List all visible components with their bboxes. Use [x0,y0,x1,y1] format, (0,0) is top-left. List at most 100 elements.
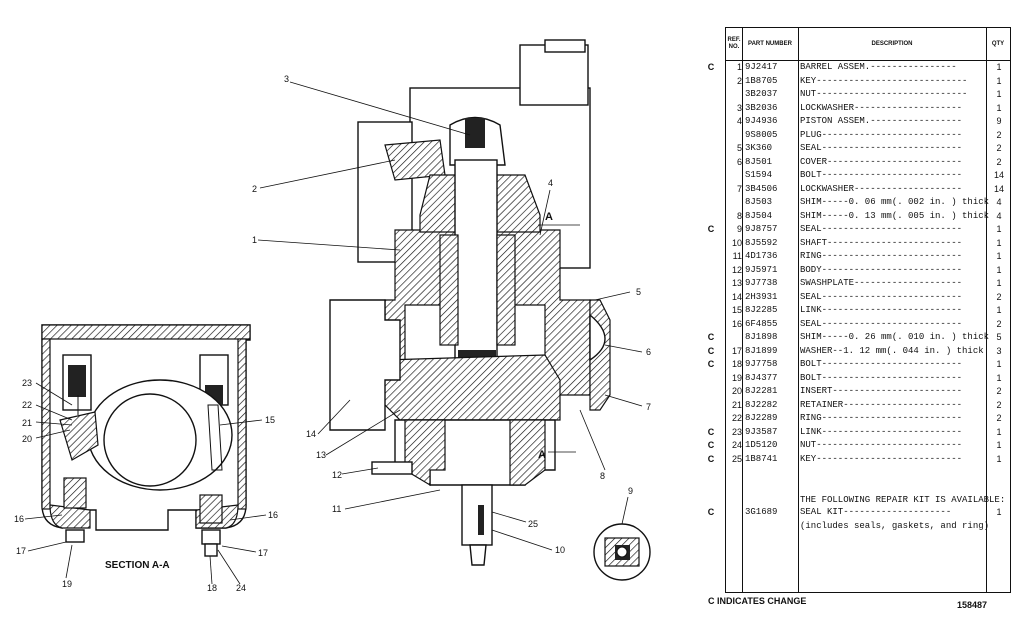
quantity: 2 [996,399,1002,410]
quantity: 1 [996,453,1002,464]
part-number: 1B8705 [745,75,778,86]
callout-leaders [24,81,643,585]
callout-20: 20 [22,434,32,444]
part-number: 9J8757 [745,224,778,234]
ref-number: 2 [736,75,742,86]
callout-21: 21 [22,418,32,428]
quantity: 4 [996,210,1002,221]
callout-9: 9 [628,486,633,496]
ref-number: 22 [731,413,742,423]
part-number: 8J2281 [745,386,778,396]
quantity: 1 [996,89,1002,99]
description: SEAL-------------------------- [800,224,963,234]
callout-17-left: 17 [16,546,26,556]
description: NUT--------------------------- [800,440,963,450]
ref-number: 14 [731,291,742,302]
description: SEAL-------------------------- [800,291,963,302]
callout-16-left: 16 [14,514,24,524]
quantity: 5 [996,332,1002,342]
part-number: 8J2285 [745,305,778,315]
ref-number: 10 [731,237,742,248]
change-flag: C [707,453,715,464]
part-number: 9J7738 [745,278,778,288]
ref-number: 17 [731,345,742,356]
header-description: DESCRIPTION [871,40,913,47]
description: BOLT-------------------------- [800,170,963,180]
change-flag: C [707,359,715,369]
quantity: 14 [993,170,1004,180]
ref-number: 15 [731,305,742,315]
kit-change-flag: C [707,507,715,517]
pump-cross-section [329,39,611,566]
quantity: 1 [996,251,1002,261]
seal-detail-inset [593,523,651,581]
description: BARREL ASSEM.---------------- [800,62,957,72]
kit-qty: 1 [996,507,1002,517]
quantity: 1 [996,224,1002,234]
header-ref-no: REF. NO. [727,37,741,50]
section-marker-bottom: A [538,449,546,461]
ref-number: 18 [731,359,742,369]
section-marker-top: A [545,211,553,223]
change-flag: C [707,332,715,342]
quantity: 1 [996,278,1002,288]
description: BOLT-------------------------- [800,372,963,383]
callout-13: 13 [316,450,326,460]
ref-number: 13 [731,278,742,288]
quantity: 1 [996,372,1002,383]
callout-10: 10 [555,545,565,555]
callout-24: 24 [236,583,246,593]
description: INSERT------------------------ [800,386,963,396]
ref-number: 25 [731,453,742,464]
ref-number: 4 [736,116,742,126]
description: PLUG-------------------------- [800,129,963,140]
description: BOLT-------------------------- [800,359,963,369]
quantity: 2 [996,143,1002,153]
description: LOCKWASHER-------------------- [800,102,963,113]
part-number: 8J2282 [745,399,778,410]
description: LINK-------------------------- [800,305,963,315]
change-flag: C [707,440,715,450]
description: RING-------------------------- [800,413,963,423]
part-number: 6F4855 [745,318,778,329]
callout-14: 14 [306,429,316,439]
callout-15: 15 [265,415,275,425]
part-number: 3B4506 [745,183,778,194]
callout-2: 2 [252,184,257,194]
ref-number: 24 [731,440,742,450]
description: PISTON ASSEM.----------------- [800,116,963,126]
kit-part-number: 3G1689 [745,507,778,517]
part-number: 3B2036 [745,102,778,113]
callout-19: 19 [62,579,72,589]
description: KEY---------------------------- [800,75,968,86]
part-number: 3K360 [745,143,773,153]
callout-18: 18 [207,583,217,593]
ref-number: 7 [736,183,742,194]
quantity: 2 [996,318,1002,329]
pump-exploded-section-drawing: SECTION A-A A A [14,39,651,593]
ref-number: 16 [731,318,742,329]
ref-number: 11 [732,251,742,261]
part-number: 2H3931 [745,291,778,302]
description: LINK-------------------------- [800,426,963,437]
part-number: 1D5120 [745,440,778,450]
quantity: 3 [996,345,1002,356]
ref-number: 1 [736,62,742,72]
change-flag: C [707,345,715,356]
ref-number: 21 [731,399,742,410]
description: COVER------------------------- [800,156,963,167]
